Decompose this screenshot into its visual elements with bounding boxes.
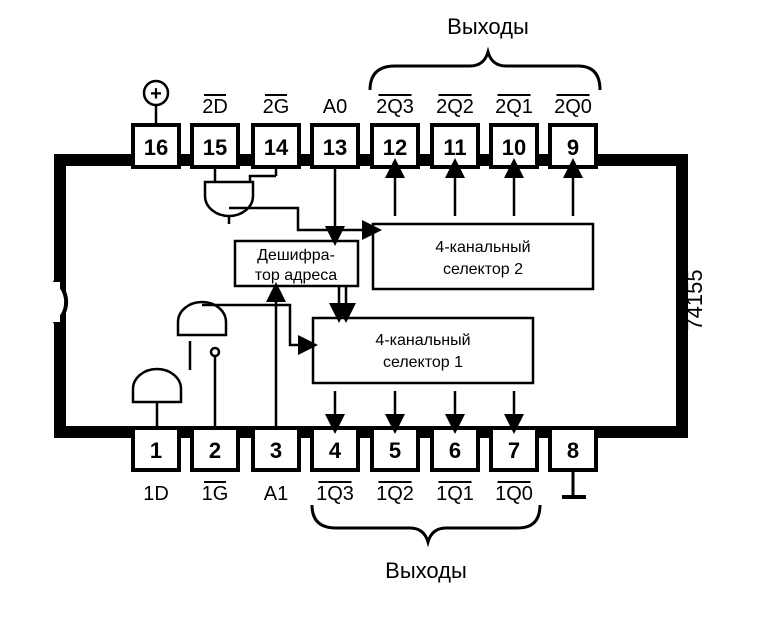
decoder-line2: тор адреса xyxy=(255,267,337,284)
pin-label: 2Q1 xyxy=(495,96,533,118)
pin-label: 2G xyxy=(263,96,290,118)
ground-symbol xyxy=(562,472,586,499)
decoder-line1: Дешифра- xyxy=(257,247,335,264)
pin-15: 15 2D xyxy=(190,94,240,169)
outputs-bottom-label: Выходы xyxy=(385,558,467,583)
pin-13: 13 A0 xyxy=(310,96,360,169)
bottom-brace xyxy=(310,504,542,548)
address-decoder: Дешифра- тор адреса xyxy=(233,239,360,288)
pin-11: 11 2Q2 xyxy=(430,94,480,169)
pin-3: 3A1 xyxy=(251,426,301,505)
pin-number: 9 xyxy=(567,135,579,160)
pin-4: 4 1Q3 xyxy=(310,426,360,505)
pin-9: 9 2Q0 xyxy=(548,94,598,169)
pin-number: 12 xyxy=(383,135,407,160)
pin-label: A1 xyxy=(264,483,288,505)
pin-label: 1Q0 xyxy=(495,483,533,505)
pin-label: 1Q3 xyxy=(316,483,354,505)
pin-label: 1D xyxy=(143,483,169,505)
pin-number: 14 xyxy=(264,135,289,160)
pin-label: A0 xyxy=(323,96,347,118)
pin-number: 1 xyxy=(150,438,162,463)
pin-12: 12 2Q3 xyxy=(370,94,420,169)
pin-number: 15 xyxy=(203,135,227,160)
pin-number: 7 xyxy=(508,438,520,463)
pin-number: 13 xyxy=(323,135,347,160)
top-brace xyxy=(368,46,602,91)
power-symbol-text: + xyxy=(150,83,162,105)
pin-number: 6 xyxy=(449,438,461,463)
selector2-line2: селектор 2 xyxy=(443,261,523,278)
selector1-line1: 4-канальный xyxy=(375,332,470,349)
selector2-line1: 4-канальный xyxy=(435,239,530,256)
pin-label: 2Q0 xyxy=(554,96,592,118)
pin-2: 2 1G xyxy=(190,426,240,505)
pin-number: 4 xyxy=(329,438,342,463)
pin-label: 2Q3 xyxy=(376,96,414,118)
part-number: 74155 xyxy=(682,269,707,330)
bottom-pins: 1 1D 2 1G 3A1 4 1Q3 5 1Q2 6 1Q1 7 1Q0 8 xyxy=(131,426,598,505)
pin-8: 8 xyxy=(548,426,598,472)
pin-6: 6 1Q1 xyxy=(430,426,480,505)
selector1-line2: селектор 1 xyxy=(383,354,463,371)
pin-label: 1Q2 xyxy=(376,483,414,505)
outputs-top-label: Выходы xyxy=(447,14,529,39)
pin-1: 1 1D xyxy=(131,426,181,505)
pin-10: 10 2Q1 xyxy=(489,94,539,169)
pin-number: 3 xyxy=(270,438,282,463)
selector-1: 4-канальный селектор 1 xyxy=(311,316,535,385)
selector-2: 4-канальный селектор 2 xyxy=(371,222,595,291)
pin-label: 1G xyxy=(202,483,229,505)
power-symbol: + xyxy=(142,79,170,125)
pin-5: 5 1Q2 xyxy=(370,426,420,505)
pin-16: 16 xyxy=(131,123,181,169)
pin-number: 2 xyxy=(209,438,221,463)
internal-wiring xyxy=(131,158,583,434)
pin-14: 14 2G xyxy=(251,94,301,169)
pin-number: 10 xyxy=(502,135,526,160)
pin-number: 8 xyxy=(567,438,579,463)
pin-number: 16 xyxy=(144,135,168,160)
pin-label: 1Q1 xyxy=(436,483,474,505)
pin-number: 5 xyxy=(389,438,401,463)
pin-label: 2Q2 xyxy=(436,96,474,118)
pin-number: 11 xyxy=(443,135,466,160)
pin-7: 7 1Q0 xyxy=(489,426,539,505)
pin-label: 2D xyxy=(202,96,228,118)
